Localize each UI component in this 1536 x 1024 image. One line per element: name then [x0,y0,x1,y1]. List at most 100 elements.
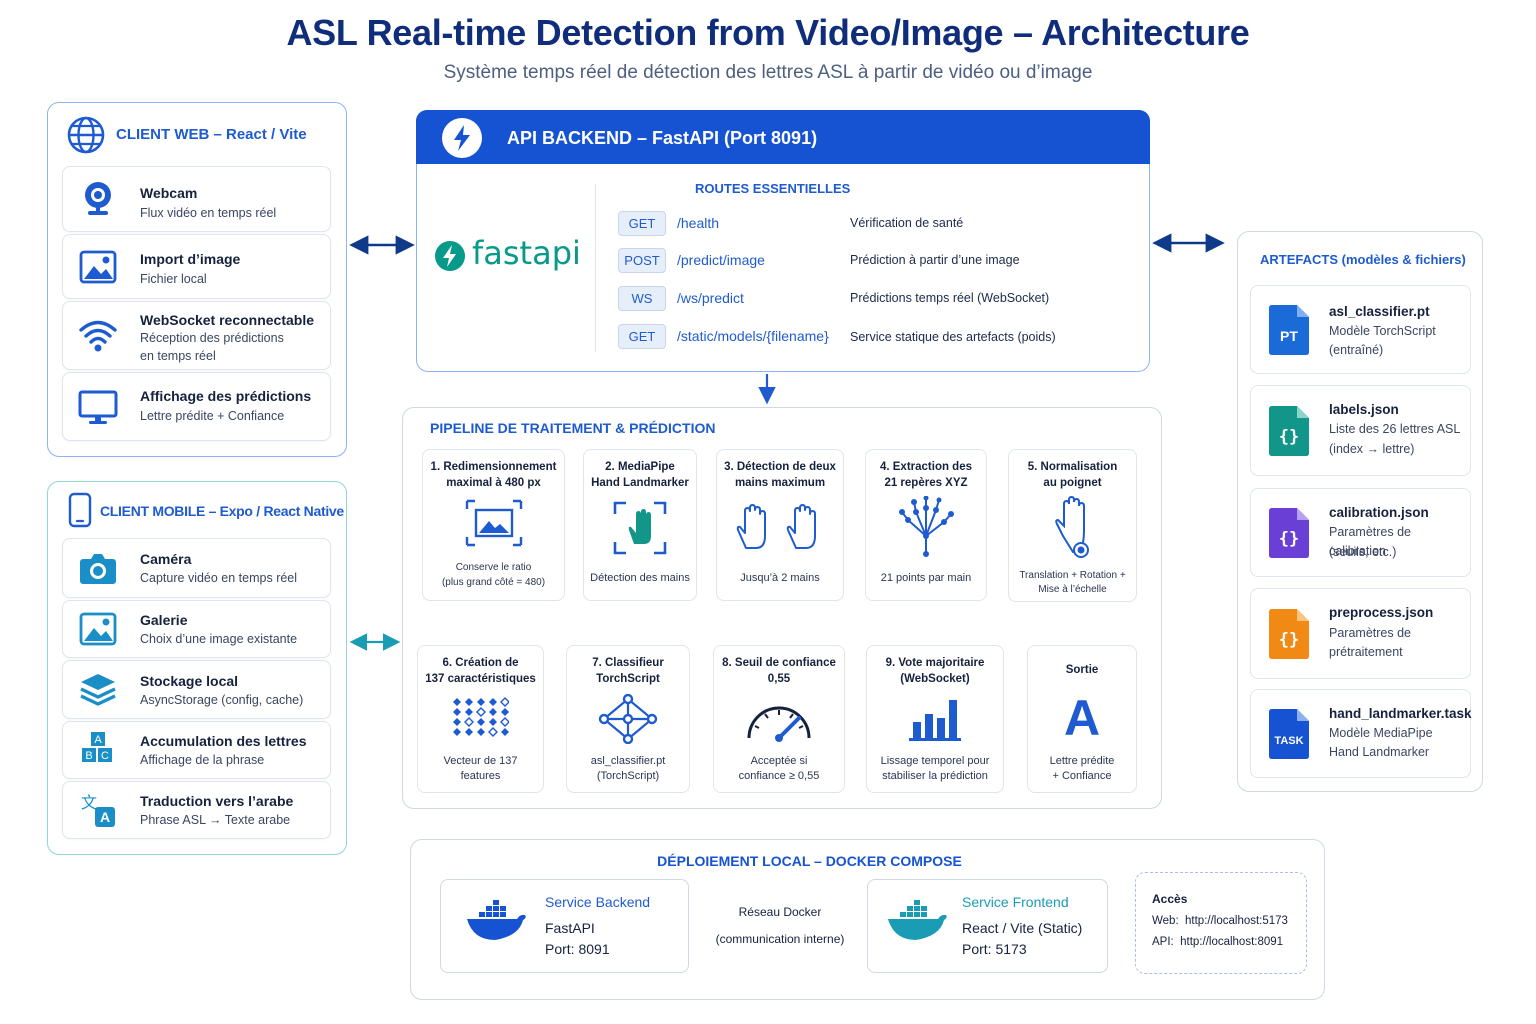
network-sublabel: (communication interne) [715,932,845,946]
access-web-url[interactable]: Web: http://localhost:5173 [1152,915,1288,927]
client-mobile-item-camera[interactable]: Caméra Capture vidéo en temps réel [62,538,331,598]
step-foot: Lettre prédite+ Confiance [1049,755,1115,782]
client-web-item-websocket[interactable]: WebSocket reconnectable Réception des pr… [62,301,331,370]
bar-chart-icon [909,700,961,741]
client-mobile-item-gallery[interactable]: Galerie Choix d’une image existante [62,600,331,658]
routes-title: ROUTES ESSENTIELLES [695,181,851,196]
webcam-icon [85,182,111,215]
smartphone-icon [68,492,92,528]
route-path[interactable]: /health [677,215,720,231]
item-desc: Flux vidéo en temps réel [140,206,277,220]
item-desc: Affichage de la phrase [140,753,265,767]
route-desc: Vérification de santé [850,216,964,230]
file-json-icon: {} [1269,608,1309,659]
step-foot: Détection des mains [590,572,690,584]
gauge-icon [747,706,811,742]
route-path[interactable]: /predict/image [677,252,765,268]
client-mobile-item-letters[interactable]: A B C Accumulation des lettres Affichage… [62,721,331,779]
item-desc: Réception des prédictions [140,331,284,345]
monitor-icon [78,390,118,424]
client-web-item-import[interactable]: Import d’image Fichier local [62,234,331,299]
svg-text:PT: PT [1280,328,1298,344]
artefact-item[interactable]: {} labels.json Liste des 26 lettres ASL … [1250,385,1471,476]
docker-frontend-service[interactable]: Service Frontend React / Vite (Static) P… [867,879,1108,973]
output-letter: A [1063,690,1101,746]
wifi-icon [79,320,117,351]
svg-text:C: C [101,750,109,762]
client-web-item-display[interactable]: Affichage des prédictions Lettre prédite… [62,372,331,441]
artefact-desc: Modèle TorchScript [1329,324,1436,338]
artefact-item[interactable]: TASK hand_landmarker.task Modèle MediaPi… [1250,689,1472,778]
svg-text:A: A [94,734,102,746]
client-web-item-webcam[interactable]: Webcam Flux vidéo en temps réel [62,166,331,232]
client-mobile-title: CLIENT MOBILE – Expo / React Native [100,503,344,519]
docker-icon [467,900,526,940]
item-title: WebSocket reconnectable [140,312,315,328]
access-box: Accès Web: http://localhost:5173 API: ht… [1135,872,1307,974]
item-title: Import d’image [140,251,241,267]
deployment-title: DÉPLOIEMENT LOCAL – DOCKER COMPOSE [657,853,962,869]
route-method: GET [618,211,666,236]
step-foot: Jusqu’à 2 mains [740,572,820,584]
artefact-desc-2: prétraitement [1329,645,1403,659]
client-mobile-item-storage[interactable]: Stockage local AsyncStorage (config, cac… [62,660,331,719]
route-method: POST [618,248,666,273]
access-api-url[interactable]: API: http://localhost:8091 [1152,936,1284,948]
lightning-badge [442,118,482,158]
artefacts-title: ARTEFACTS (modèles & fichiers) [1260,252,1466,267]
api-backend-header: API BACKEND – FastAPI (Port 8091) [416,110,1150,164]
file-json-icon: {} [1269,507,1309,558]
pipeline-title: PIPELINE DE TRAITEMENT & PRÉDICTION [430,420,716,436]
svg-text:{}: {} [1279,529,1299,549]
artefact-item[interactable]: PT asl_classifier.pt Modèle TorchScript … [1250,285,1471,374]
hand-points-icon [899,496,954,557]
artefact-item[interactable]: {} preprocess.json Paramètres de prétrai… [1250,588,1471,679]
item-desc: Lettre prédite + Confiance [140,409,285,423]
item-desc: Choix d’une image existante [140,632,298,646]
route-path[interactable]: /ws/predict [677,290,744,306]
artefact-desc-2: (seuils, etc.) [1329,545,1397,559]
artefact-item[interactable]: {} calibration.json Paramètres de calibr… [1250,488,1471,577]
item-title: Traduction vers l’arabe [140,793,294,809]
route-path[interactable]: /static/models/{filename} [677,328,829,344]
artefact-desc: Modèle MediaPipe [1329,726,1433,740]
item-title: Affichage des prédictions [140,388,312,404]
svg-text:B: B [85,750,92,762]
translate-icon: 文 A [81,793,115,827]
item-desc: AsyncStorage (config, cache) [140,693,304,707]
resize-icon [465,499,522,547]
item-desc: Capture vidéo en temps réel [140,571,298,585]
artefact-desc: Paramètres de calibration [1329,525,1411,558]
service-line: FastAPI [545,920,595,936]
file-pt-icon: PT [1269,304,1309,355]
page-title: ASL Real-time Detection from Video/Image… [286,12,1250,53]
step-foot: Translation + Rotation +Mise à l’échelle [1019,570,1126,595]
docker-backend-service[interactable]: Service Backend FastAPI Port: 8091 [440,879,689,973]
artefact-desc: Liste des 26 lettres ASL [1329,422,1461,436]
item-title: Webcam [140,185,198,201]
hand-landmark-icon [613,501,667,555]
layers-icon [80,673,116,706]
client-mobile-item-translation[interactable]: 文 A Traduction vers l’arabe Phrase ASL →… [62,781,331,839]
docker-icon [888,900,947,940]
api-backend-title: API BACKEND – FastAPI (Port 8091) [507,128,818,148]
pipeline-step-output: Sortie A Lettre prédite+ Confiance [1027,645,1137,793]
step-foot: Conserve le ratio(plus grand côté = 480) [441,562,546,588]
artefact-name: preprocess.json [1329,605,1434,620]
lightning-icon [454,125,470,151]
item-title: Galerie [140,612,188,628]
camera-icon [80,554,116,584]
item-title: Accumulation des lettres [140,733,307,749]
